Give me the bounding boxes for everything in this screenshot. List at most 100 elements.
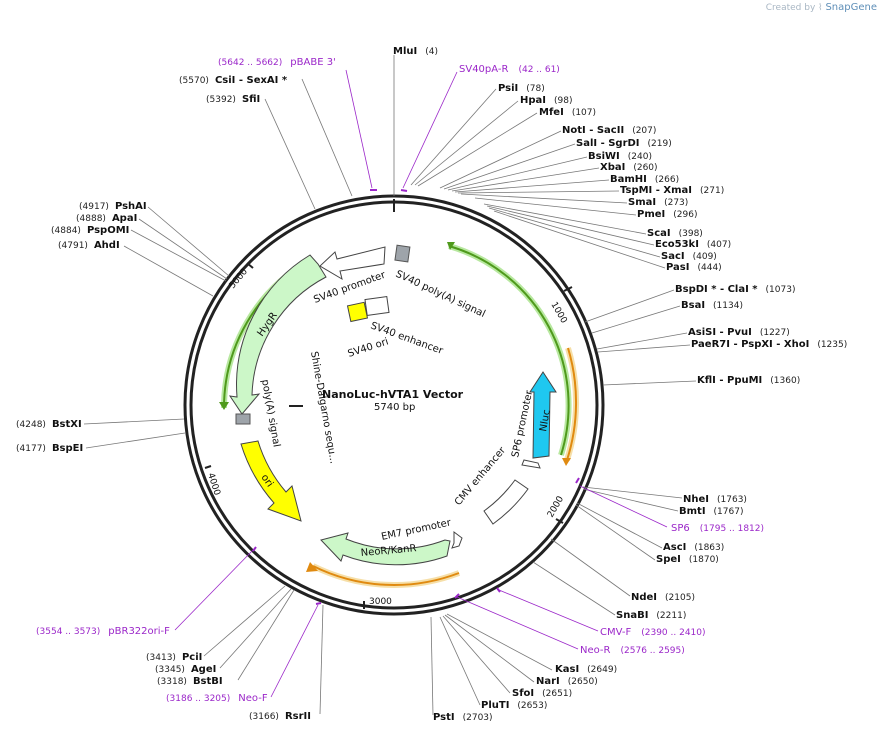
leader-line [532,561,616,616]
feature-arc-orange-right [566,347,578,461]
watermark-brand: SnapGene [825,2,877,13]
leader-line [301,78,353,197]
leader-line [474,197,637,216]
leader-line [575,504,656,561]
site-label: (4248)BstXI [16,419,82,430]
site-label: PluTI(2653) [481,700,547,711]
primer-leader-line [270,604,319,698]
site-label: (3166)RsrII [249,711,311,722]
leader-line [123,245,214,297]
leader-line [203,585,286,657]
site-label: KasI(2649) [555,664,617,675]
site-label: Eco53kI(407) [655,239,731,250]
nluc-arrow [529,371,557,459]
site-label: (4177)BspEI [16,443,83,454]
leader-line [447,156,588,191]
site-label: TspMI - XmaI(271) [620,185,724,196]
tick-mark-4000 [204,465,212,469]
sp6-promoter-label: SP6 promoter [510,389,535,459]
site-label: HpaI(98) [520,95,572,106]
leader-line [319,604,324,715]
primer-label-pbr322: (3554 .. 3573)pBR322ori-F [36,626,170,637]
leader-line [439,130,562,189]
arc-arrow-head-green-right [447,242,455,250]
polya-signal-label: poly(A) signal [259,379,282,448]
polya-box [235,413,251,425]
leader-line [430,616,434,716]
sv40-ori-label: SV40 ori [347,336,390,359]
primer-labels: (5642 .. 5662)pBABE 3' SV40pA-R(42 .. 61… [36,57,764,704]
arc-arrow-head-green-left [219,402,229,410]
leader-line [582,486,683,499]
snapgene-logo-icon: ⌇ [818,3,823,13]
tick-mark-1000 [563,286,573,292]
restriction-sites-right: MluI(4) PsiI(78) HpaI(98) MfeI(107) NotI… [393,46,847,723]
em7-promoter-arrow [451,531,463,549]
ticks [204,262,573,609]
site-label: NdeI(2105) [631,592,695,603]
leader-line [138,218,228,280]
leader-line [550,538,631,597]
leader-line [597,344,691,353]
site-label: XbaI(260) [600,162,658,173]
plasmid-name: NanoLuc-hVTA1 Vector [322,388,464,401]
primer-leader-line [456,596,579,650]
site-label: (3345)AgeI [155,664,216,675]
leader-line [130,229,227,282]
primer-marks [252,189,580,605]
em7-promoter-label: EM7 promoter [380,517,452,543]
site-label: (3413)PciI [146,652,202,663]
plasmid-size: 5740 bp [374,402,415,413]
primer-label-pbabe: (5642 .. 5662)pBABE 3' [218,57,336,68]
site-label: (4917)PshAI [79,201,147,212]
tick-mark-2000 [555,518,564,524]
site-label: PasI(444) [666,262,722,273]
tick-label-3000: 3000 [369,597,392,607]
leader-lines [83,55,697,716]
site-label: (4884)PspOMI [51,225,129,236]
site-label: SnaBI(2211) [616,610,686,621]
site-label: SfoI(2651) [512,688,572,699]
primer-leader-line [579,485,668,528]
site-label: NarI(2650) [536,676,598,687]
primer-label-cmvf: CMV-F(2390 .. 2410) [600,627,706,638]
leader-line [443,143,576,190]
primer-leader-line [498,589,599,632]
tick-label-5000: 5000 [228,267,251,291]
leader-line [83,418,185,425]
site-label: PmeI(296) [637,209,697,220]
primer-mark-cmvf [454,593,460,599]
leader-line [454,179,610,193]
sp6-promoter-arrow [521,459,541,469]
feature-arc-green-right [448,245,570,456]
site-label: BsaI(1134) [681,300,743,311]
leader-line [488,207,661,258]
sv40-enhancer-box [364,295,390,317]
cmv-enhancer-box [483,479,529,525]
primer-label-neof: (3186 .. 3205)Neo-F [166,693,268,704]
site-label: BamHI(266) [610,174,679,185]
site-label: SmaI(273) [628,197,688,208]
leader-line [444,614,535,683]
site-label: AscI(1863) [663,542,724,553]
watermark-prefix: Created by [765,3,816,13]
site-label: PsiI(78) [498,83,545,94]
arc-arrow-head-orange-right [562,458,571,466]
sv40-polya-label: SV40 poly(A) signal [394,269,487,320]
primer-mark-pbr322 [252,546,257,552]
leader-line [493,210,666,269]
primer-mark-sp6 [575,477,580,484]
leader-line [237,589,295,681]
primer-label-sv40pa: SV40pA-R(42 .. 61) [459,64,560,75]
restriction-sites-left: (5570)CsiI - SexAI * (5392)SfiI (4917)Ps… [16,75,311,722]
leader-line [582,488,679,512]
ori-arrow [240,440,302,522]
leader-line [584,289,675,323]
leader-line [486,205,655,246]
sv40-ori-box [346,301,369,323]
leader-line [591,305,681,334]
leader-line [446,613,553,671]
leader-line [602,380,697,386]
site-label: BmtI(1767) [679,506,743,517]
shine-dalgarno-label: Shine-Dalgarno sequ... [308,351,339,465]
